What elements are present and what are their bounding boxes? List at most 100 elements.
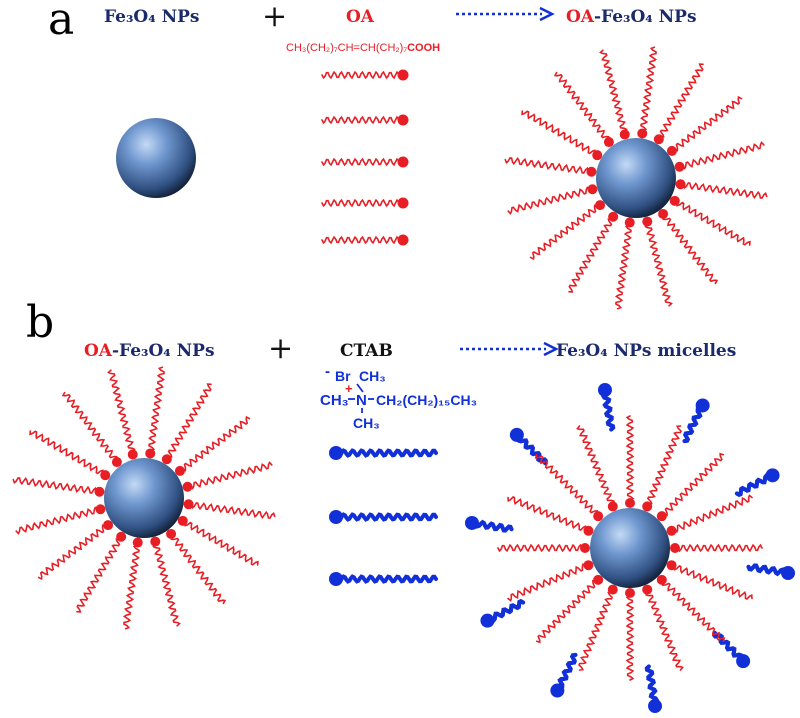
oa-ligand-head <box>674 161 685 172</box>
ctab-molecule-head <box>329 572 343 586</box>
oa-ligand-tail <box>679 180 768 200</box>
ctab-ligand <box>734 468 780 498</box>
oa-ligand-head <box>95 504 106 515</box>
oa-ligand <box>174 415 251 476</box>
oleic-acid-formula-chain: CH₃(CH₂)₇CH=CH(CH₂)₇ <box>286 42 407 54</box>
oa-ligand-head <box>595 200 606 211</box>
oa-ligand-tail <box>656 63 704 140</box>
oa-ligand-tail <box>576 425 616 508</box>
oa-ligand-head <box>666 560 677 571</box>
oleic-acid-formula: CH₃(CH₂)₇CH=CH(CH₂)₇COOH <box>286 42 440 54</box>
panel-a-letter: a <box>48 0 74 45</box>
oa-ligand-head <box>583 525 594 536</box>
coated-nanoparticle-core <box>596 138 676 218</box>
oa-ligand <box>29 430 111 481</box>
oa-ligand-head <box>586 166 597 177</box>
panel-a-product-label: OA-Fe₃O₄ NPs <box>566 7 697 27</box>
ctab-ligand <box>464 515 514 533</box>
oa-shell <box>504 46 768 310</box>
oleic-acid-molecule <box>321 234 409 246</box>
panel-b-reactant-oa: OA <box>84 341 113 361</box>
panel-a-product-oa: OA <box>566 7 595 27</box>
oa-ligand-head <box>656 511 667 522</box>
oa-ligand <box>625 415 635 508</box>
oa-ligand <box>107 369 138 460</box>
oa-ligand-head <box>642 216 653 227</box>
oa-ligand <box>182 461 273 492</box>
oa-ligand-head <box>675 179 686 190</box>
oa-ligand-tail <box>164 383 212 460</box>
ctab-molecules <box>329 446 438 586</box>
micelle-core <box>590 508 670 588</box>
oa-shell-b <box>12 366 276 630</box>
ctab-ligand-head <box>765 468 780 483</box>
oa-ligand-head <box>580 543 590 553</box>
oa-ligand-head <box>94 486 105 497</box>
oa-ligand-head <box>658 208 669 219</box>
oa-ligand-head <box>666 145 677 156</box>
oa-ligand-tail <box>76 536 124 613</box>
oa-ligand-head <box>592 150 603 161</box>
fe3o4-nanoparticle <box>116 118 196 198</box>
ctab-minus-sign: - <box>325 363 330 380</box>
oa-ligand <box>637 46 658 139</box>
oa-ligand-head <box>624 217 635 228</box>
oa-ligand <box>656 574 726 643</box>
oa-ligand-tail <box>661 577 726 643</box>
arrow-a <box>456 6 555 22</box>
oleic-acid-molecule <box>321 69 409 81</box>
oa-ligand-head <box>607 501 618 512</box>
ctab-ligand <box>550 652 578 698</box>
oa-ligand <box>122 537 143 630</box>
oa-ligand-head <box>656 574 667 585</box>
oa-ligand-tail <box>178 415 251 472</box>
oleic-acid-molecule <box>321 197 409 209</box>
oa-ligand-tail <box>674 198 751 246</box>
panel-b-ctab-label: CTAB <box>340 341 393 361</box>
ctab-ligand-head <box>509 427 524 442</box>
oa-ligand-head <box>642 501 653 512</box>
oa-ligand-tail <box>122 541 142 630</box>
ctab-nitrogen: N <box>356 392 367 409</box>
oa-ligand <box>625 588 635 681</box>
oa-ligand-tail <box>182 518 259 566</box>
oa-ligand-head <box>111 457 122 468</box>
oa-ligand-tail <box>507 496 589 535</box>
oleic-acid-molecule-tail <box>321 70 404 80</box>
oa-ligand <box>642 425 682 512</box>
oa-ligand <box>642 584 684 671</box>
oa-ligand <box>578 584 618 671</box>
panel-b: b OA-Fe₃O₄ NPs + CTAB - Br CH₃ + CH₃ N C… <box>12 297 796 714</box>
panel-a-reactant-oa-label: OA <box>346 7 375 27</box>
oleic-acid-molecule-head <box>397 234 409 246</box>
ctab-ligand <box>682 398 710 444</box>
panel-b-plus-sign: + <box>268 331 293 366</box>
oa-ligand-tail <box>12 476 101 496</box>
oa-ligand-head <box>625 498 635 508</box>
oa-ligand-tail <box>662 212 719 285</box>
ctab-ligand-head <box>736 654 751 669</box>
oa-ligand <box>497 543 590 553</box>
oa-ligand <box>576 425 618 512</box>
oleic-acid-molecule <box>321 156 409 168</box>
oa-ligand-tail <box>553 71 610 144</box>
oa-ligand-head <box>603 137 614 148</box>
oleic-acid-molecule-head <box>397 69 409 81</box>
oa-ligand-tail <box>507 562 590 602</box>
oa-ligand-head <box>177 515 188 526</box>
micelle-shell <box>464 382 796 714</box>
oa-ligand-tail <box>599 49 628 136</box>
oa-ligand-head <box>145 448 156 459</box>
panel-b-reactant-fe3o4: -Fe₃O₄ NPs <box>112 341 215 361</box>
oa-ligand-tail <box>568 216 616 293</box>
oa-ligand <box>666 560 753 600</box>
oa-ligand-tail <box>643 425 682 507</box>
oa-ligand-tail <box>638 46 658 135</box>
panel-a-plus-sign: + <box>262 0 287 34</box>
oa-ligand <box>568 211 619 293</box>
oa-ligand-head <box>161 454 172 465</box>
ctab-methyl-bottom: CH₃ <box>353 415 380 431</box>
ctab-ligand-tail <box>600 387 616 432</box>
oa-ligand-tail <box>644 588 684 671</box>
